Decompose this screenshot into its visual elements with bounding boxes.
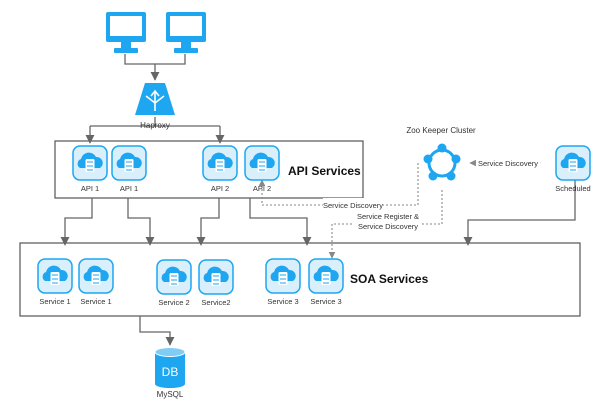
edge-label-scheduled-discovery: Service Discovery [478,159,538,168]
edge-label-api-discovery: Service Discovery [323,201,383,210]
client-monitor-2 [166,12,206,53]
soa-node-label: Service 1 [80,297,111,306]
mysql-label: MySQL [157,390,184,399]
monitor-icon [166,12,206,53]
edge-label-register-line1: Service Register & [357,212,419,221]
api-service-nodes: API 1 API 1 API 2 API 2 [72,145,280,193]
cloud-server-icon [111,145,147,181]
cloud-server-icon [198,259,234,295]
api-node: API 1 [111,145,147,193]
soa-node: Service2 [198,259,234,307]
haproxy-node: Haproxy [135,83,175,130]
soa-node-label: Service 1 [39,297,70,306]
cloud-server-icon [156,259,192,295]
scheduled-server-label: Scheduled [555,184,590,193]
soa-node-label: Service2 [201,298,230,307]
haproxy-icon [135,83,175,115]
api-node-label: API 1 [81,184,99,193]
api-node-label: API 2 [211,184,229,193]
soa-node: Service 3 [265,258,301,306]
soa-node-label: Service 2 [158,298,189,307]
soa-node-label: Service 3 [267,297,298,306]
api-node: API 1 [72,145,108,193]
zookeeper-node: Zoo Keeper Cluster [406,126,476,181]
soa-node: Service 1 [37,258,73,306]
soa-node: Service 2 [156,259,192,307]
cluster-icon [423,143,461,181]
cloud-server-icon [244,145,280,181]
cloud-server-icon [265,258,301,294]
api-node-label: API 1 [120,184,138,193]
api-node: API 2 [202,145,238,193]
soa-service-nodes: Service 1 Service 1 Service 2 Service2 Servi… [37,258,344,307]
cloud-server-icon [78,258,114,294]
client-monitor-1 [106,12,146,53]
scheduled-node: Scheduled [555,145,591,193]
soa-node: Service 1 [78,258,114,306]
haproxy-label: Haproxy [140,121,170,130]
database-icon: DB [154,347,186,388]
zookeeper-label: Zoo Keeper Cluster [406,126,476,135]
monitor-icon [106,12,146,53]
soa-node: Service 3 [308,258,344,306]
cloud-server-icon [555,145,591,181]
cloud-server-icon [308,258,344,294]
soa-services-title: SOA Services [350,272,429,286]
cloud-server-icon [202,145,238,181]
mysql-node: DB MySQL [154,347,186,399]
api-services-title: API Services [288,164,361,178]
api-node: API 2 [244,145,280,193]
connector-lines [60,54,576,346]
edge-label-register-line2: Service Discovery [358,222,418,231]
soa-node-label: Service 3 [310,297,341,306]
scheduled-server: Scheduled [555,145,591,193]
cloud-server-icon [37,258,73,294]
cloud-server-icon [72,145,108,181]
api-node-label: API 2 [253,184,271,193]
db-icon-text: DB [162,365,179,379]
